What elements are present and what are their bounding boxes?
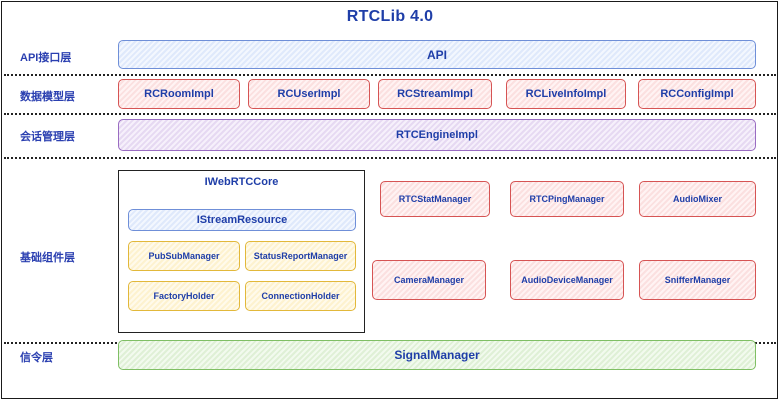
data-model-box-user: RCUserImpl [248,79,370,109]
layer-separator [4,113,776,115]
manager-sniffer: SnifferManager [639,260,756,300]
manager-camera: CameraManager [372,260,486,300]
layer-label-api: API接口层 [20,52,72,64]
session-engine-box: RTCEngineImpl [118,119,756,151]
layer-separator [4,157,776,159]
diagram-title: RTCLib 4.0 [346,8,434,25]
layer-label-data-model: 数据模型层 [20,91,75,103]
data-model-box-live-info: RCLiveInfoImpl [506,79,626,109]
layer-separator [4,74,776,76]
layer-label-session: 会话管理层 [20,131,75,143]
core-component-status-report: StatusReportManager [245,241,356,271]
stream-resource-box: IStreamResource [128,209,356,231]
manager-audio-mixer: AudioMixer [639,181,756,217]
layer-label-base: 基础组件层 [20,252,75,264]
core-component-factory-holder: FactoryHolder [128,281,240,311]
data-model-box-config: RCConfigImpl [638,79,756,109]
core-component-connection-holder: ConnectionHolder [245,281,356,311]
data-model-box-room: RCRoomImpl [118,79,240,109]
api-box: API [118,40,756,69]
layer-label-signal: 信令层 [20,352,53,364]
manager-rtc-ping: RTCPingManager [510,181,624,217]
data-model-box-stream: RCStreamImpl [378,79,492,109]
manager-rtc-stat: RTCStatManager [380,181,490,217]
manager-audio-device: AudioDeviceManager [510,260,624,300]
core-component-pubsub: PubSubManager [128,241,240,271]
webrtc-core-title: IWebRTCCore [204,176,279,188]
signal-manager-box: SignalManager [118,340,756,370]
